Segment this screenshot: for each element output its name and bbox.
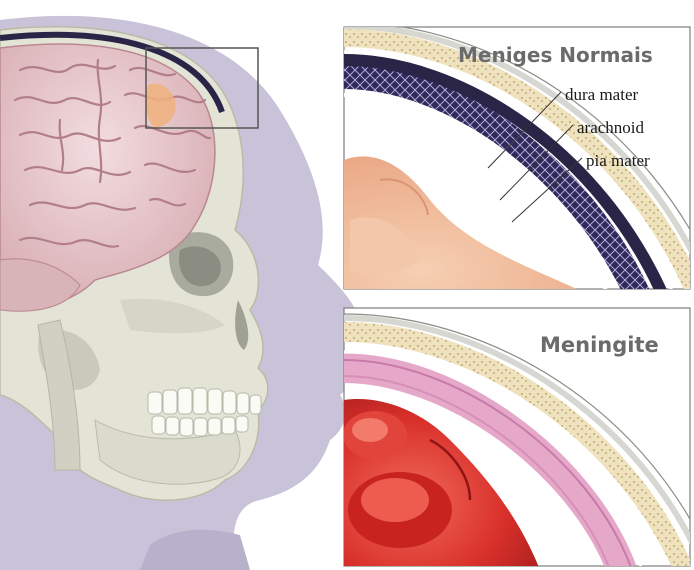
label-dura-mater: dura mater [565,85,638,104]
normal-meninges-panel: Meniges Normais dura mater arachnoid pia… [344,22,694,300]
normal-panel-title: Meniges Normais [458,43,653,67]
label-arachnoid: arachnoid [577,118,645,137]
meningitis-panel-title: Meningite [540,333,659,357]
label-pia-mater: pia mater [586,151,650,170]
meningitis-panel: Meningite [343,308,694,570]
